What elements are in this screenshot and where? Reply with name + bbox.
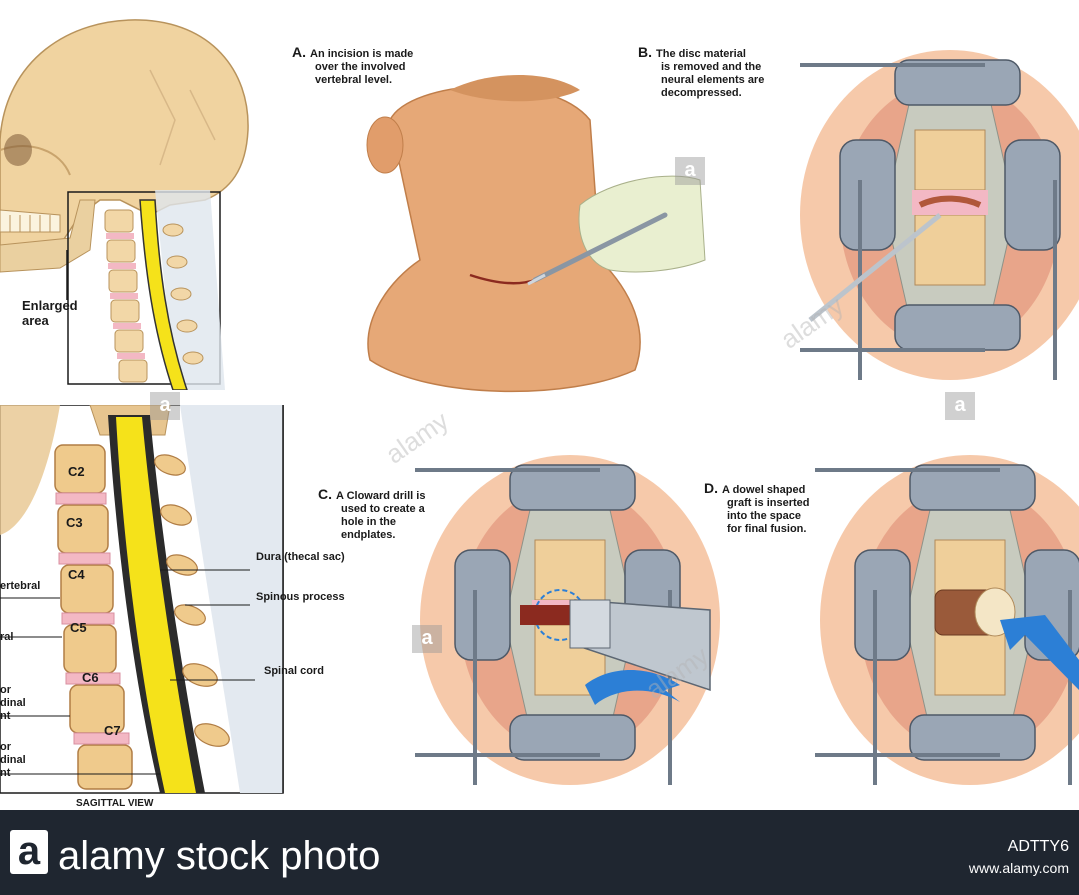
watermark-box: a — [412, 625, 442, 653]
left-label-vertebral: ertebral — [0, 580, 41, 592]
vertebra-label-c2: C2 — [68, 464, 85, 479]
panel-c-caption: C.A Cloward drill is used to create a ho… — [318, 486, 426, 541]
left-label-or-2: or — [0, 741, 11, 753]
sagittal-view-caption: SAGITTAL VIEW — [76, 798, 154, 809]
disc-removal-illustration — [800, 50, 1079, 380]
image-id: ADTTY6 — [1007, 838, 1069, 855]
vertebra-label-c5: C5 — [70, 620, 87, 635]
watermark-box: a — [150, 392, 180, 420]
alamy-logo-icon[interactable]: a — [10, 830, 48, 874]
left-label-dinal-1: dinal — [0, 697, 26, 709]
spinal-cord-label: Spinal cord — [264, 665, 324, 677]
panel-b-caption: B.The disc material is removed and the n… — [638, 44, 765, 99]
dura-label: Dura (thecal sac) — [256, 551, 345, 563]
enlarged-area-pointer — [66, 250, 68, 300]
skull-illustration — [0, 19, 249, 385]
vertebra-label-c4: C4 — [68, 567, 85, 582]
panel-a-caption: A.An incision is made over the involved … — [292, 44, 414, 86]
illustration-canvas: Enlarged area — [0, 19, 1079, 809]
cloward-drill-illustration — [415, 455, 720, 785]
left-label-or-1: or — [0, 684, 11, 696]
cervical-spine-small — [104, 190, 225, 390]
alamy-brand-text[interactable]: alamy stock photo — [58, 834, 381, 878]
left-label-dinal-2: dinal — [0, 754, 26, 766]
spinous-process-label: Spinous process — [256, 591, 345, 603]
panel-d-caption: D.A dowel shaped graft is inserted into … — [704, 480, 810, 535]
alamy-url-link[interactable]: www.alamy.com — [968, 860, 1069, 876]
enlarged-area-label: Enlarged area — [22, 298, 78, 328]
vertebra-label-c6: C6 — [82, 670, 99, 685]
vertebra-label-c3: C3 — [66, 515, 83, 530]
watermark-box: a — [675, 157, 705, 185]
sagittal-view-illustration — [0, 405, 284, 794]
alamy-footer-bar: a alamy stock photo ADTTY6 www.alamy.com — [0, 810, 1079, 895]
vertebra-label-c7: C7 — [104, 723, 121, 738]
left-label-ral: ral — [0, 631, 14, 643]
left-label-nt-1: nt — [0, 710, 11, 722]
left-label-nt-2: nt — [0, 767, 11, 779]
neck-incision-illustration — [366, 75, 706, 393]
dowel-graft-illustration — [815, 455, 1079, 785]
watermark-box: a — [945, 392, 975, 420]
